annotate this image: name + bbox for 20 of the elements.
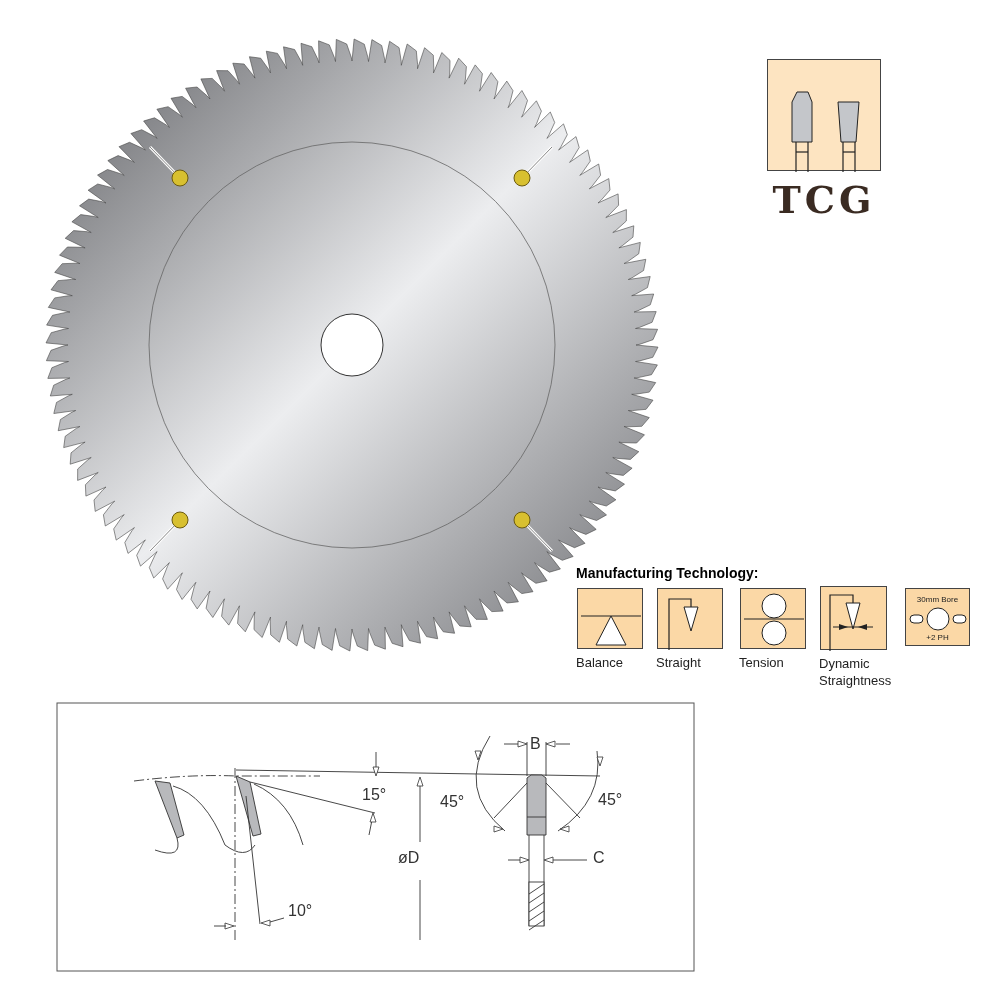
technology-icon-box xyxy=(820,586,887,650)
tooth-shape-box xyxy=(767,59,881,171)
angle-label: 45° xyxy=(440,794,465,810)
icon-caption: Tension xyxy=(739,654,785,671)
icon-caption: Straight xyxy=(656,654,702,671)
technology-icon-box xyxy=(905,588,970,646)
dimension-label: B xyxy=(530,736,541,752)
angle-label: 45° xyxy=(598,792,623,808)
icon-text: 30mm Bore xyxy=(915,596,960,604)
tooth-type-label: TCG xyxy=(771,181,877,219)
technology-icon-box xyxy=(577,588,643,649)
dimension-label: C xyxy=(593,850,605,866)
icon-caption: Dynamic Straightness xyxy=(819,655,893,689)
angle-label: 15° xyxy=(362,787,387,803)
icon-caption: Balance xyxy=(576,654,624,671)
icon-text: +2 PH xyxy=(925,634,950,642)
section-heading: Manufacturing Technology: xyxy=(576,566,759,580)
angle-label: 10° xyxy=(288,903,313,919)
technology-icon-box xyxy=(657,588,723,649)
dimension-label: øD xyxy=(398,850,420,866)
